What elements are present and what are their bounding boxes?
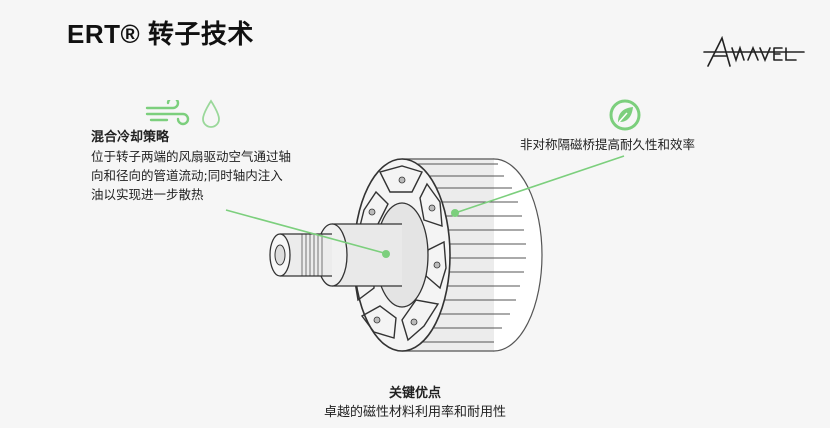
leaf-icon xyxy=(609,99,641,131)
benefit-heading: 关键优点 xyxy=(388,386,441,401)
cooling-callout: 混合冷却策略 位于转子两端的风扇驱动空气通过轴 向和径向的管道流动;同时轴内注入… xyxy=(91,128,351,204)
cooling-heading: 混合冷却策略 xyxy=(91,130,170,145)
bridge-callout: 非对称隔磁桥提高耐久性和效率 xyxy=(520,137,696,152)
wind-icon xyxy=(145,100,190,126)
cooling-text-line: 位于转子两端的风扇驱动空气通过轴 xyxy=(91,149,292,164)
page-title: ERT® 转子技术 xyxy=(67,19,254,49)
amavel-logo xyxy=(703,36,805,67)
droplet-icon xyxy=(202,99,220,128)
cooling-text-line: 向和径向的管道流动;同时轴内注入 xyxy=(91,168,283,183)
rotor-illustration xyxy=(269,158,543,352)
benefit-text: 卓越的磁性材料利用率和耐用性 xyxy=(323,405,506,420)
cooling-text-line: 油以实现进一步散热 xyxy=(91,187,204,202)
